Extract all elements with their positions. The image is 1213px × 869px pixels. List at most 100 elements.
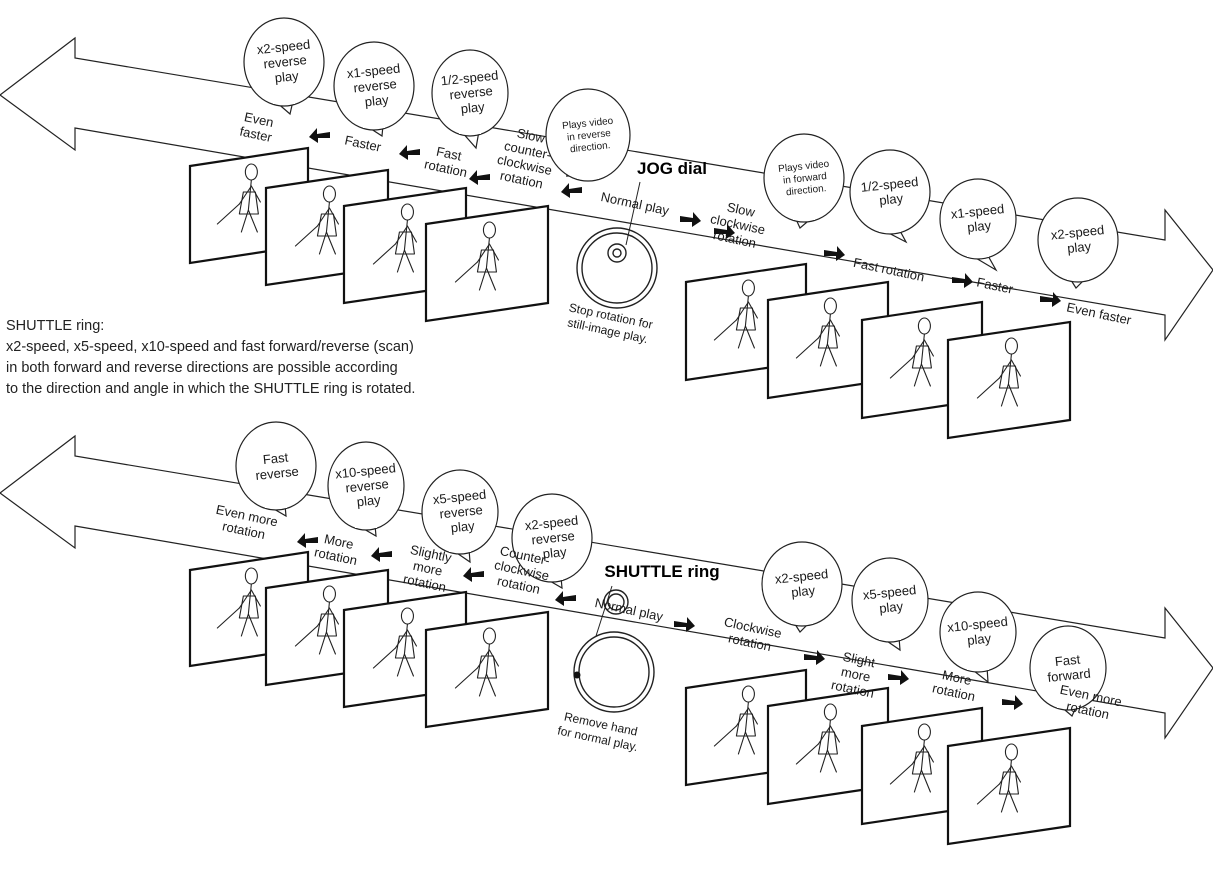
golf-club bbox=[294, 625, 318, 647]
shuttle-rev-label-3-line: more bbox=[412, 558, 444, 579]
shuttle-rev-bubble-4-text-line: x2-speed bbox=[524, 513, 579, 534]
shuttle-band-arrow bbox=[0, 434, 1213, 740]
golfer-skirt bbox=[998, 365, 1019, 389]
shuttle-fwd-arrow-2 bbox=[804, 650, 825, 665]
jog-dial-knob-inner bbox=[612, 248, 622, 258]
golf-club bbox=[454, 261, 478, 283]
golf-club bbox=[216, 607, 240, 629]
shuttle-fwd-bubble-2-text-line: play bbox=[878, 599, 904, 616]
jog-fwd-bubble-4-text-line: play bbox=[1066, 239, 1092, 256]
shuttle-rev-bubble-1 bbox=[235, 421, 317, 511]
jog-rev-bubble-2-text-line: x1-speed bbox=[346, 61, 401, 82]
shuttle-fwd-bubble-3 bbox=[939, 591, 1017, 673]
golfer-figure bbox=[911, 333, 934, 387]
jog-rev-label-1-line: faster bbox=[238, 124, 274, 146]
jog-fwd-bubble-2 bbox=[849, 149, 931, 235]
shuttle-rev-bubble-2 bbox=[327, 441, 405, 531]
golfer-skirt bbox=[817, 325, 838, 349]
golfer-figure bbox=[476, 643, 499, 697]
shuttle-ring-note: SHUTTLE ring: x2-speed, x5-speed, x10-sp… bbox=[6, 318, 416, 397]
jog-fwd-arrow-2 bbox=[714, 224, 735, 239]
jog-fwd-bubble-2-text: 1/2-speedplay bbox=[860, 174, 921, 210]
shuttle-fwd-arrow-3 bbox=[888, 670, 909, 685]
jog-rev-bubble-3-text: 1/2-speedreverseplay bbox=[440, 67, 502, 118]
jog-rev-bubble-1-text: x2-speedreverseplay bbox=[256, 37, 314, 87]
shuttle-rev-bubble-4-tail-join bbox=[541, 574, 563, 580]
golf-club bbox=[372, 243, 396, 265]
shuttle-rev-bubble-2-tail-join bbox=[355, 522, 377, 528]
golfer-skirt bbox=[316, 213, 337, 237]
shuttle-fwd-bubble-1-text-line: x2-speed bbox=[774, 566, 829, 587]
golf-club bbox=[889, 357, 913, 379]
shuttle-fwd-bubble-1 bbox=[761, 541, 843, 627]
jog-title-line: JOG dial bbox=[637, 159, 707, 178]
shuttle-fwd-bubble-3-tail-join bbox=[967, 664, 989, 670]
jog-rev-bubble-1-text-line: x2-speed bbox=[256, 37, 311, 58]
shuttle-frame-fwd-4 bbox=[946, 726, 1072, 846]
golfer-skirt bbox=[735, 307, 756, 331]
shuttle-rev-bubble-4 bbox=[511, 493, 593, 583]
jog-rev-bubble-2-tail-join bbox=[363, 122, 385, 128]
shuttle-fwd-bubble-2-text: x5-speedplay bbox=[862, 582, 918, 617]
jog-rev-bubble-4-tail-join bbox=[577, 173, 599, 179]
shuttle-fwd-label-2-line: more bbox=[840, 664, 872, 685]
golfer-skirt bbox=[735, 713, 756, 737]
jog-fwd-bubble-3-text-line: x1-speed bbox=[950, 201, 1005, 222]
golfer-figure bbox=[998, 353, 1021, 407]
shuttle-rev-bubble-2-text-line: play bbox=[356, 492, 382, 509]
shuttle-title: SHUTTLE ring bbox=[604, 562, 719, 581]
jog-rev-bubble-1 bbox=[243, 17, 325, 107]
jog-rev-bubble-4-text-line: in reverse bbox=[567, 128, 612, 144]
shuttle-rev-arrow-4 bbox=[555, 591, 576, 606]
golf-club bbox=[713, 725, 737, 747]
shuttle-fwd-bubble-1-text-line: play bbox=[790, 583, 816, 600]
golf-club bbox=[795, 337, 819, 359]
jog-fwd-bubble-4 bbox=[1037, 197, 1119, 283]
jog-fwd-bubble-3-text: x1-speedplay bbox=[950, 201, 1006, 236]
shuttle-rev-bubble-1-text-line: reverse bbox=[255, 464, 300, 483]
jog-frame-rev-4 bbox=[424, 204, 550, 323]
jog-fwd-bubble-1 bbox=[763, 133, 845, 223]
jog-fwd-bubble-3-text-line: play bbox=[966, 218, 992, 235]
shuttle-rev-bubble-4-text: x2-speedreverseplay bbox=[524, 513, 582, 563]
golfer-figure bbox=[394, 219, 417, 273]
shuttle-knob-inner bbox=[607, 593, 625, 611]
shuttle-remove-hand: Remove handfor normal play. bbox=[556, 709, 642, 754]
shuttle-rev-bubble-3-text-line: reverse bbox=[439, 502, 484, 521]
golfer-skirt bbox=[911, 345, 932, 369]
jog-rev-bubble-3-text-line: 1/2-speed bbox=[440, 67, 499, 88]
shuttle-fwd-label-3-line: More bbox=[941, 667, 973, 688]
shuttle-ring-rim bbox=[578, 636, 650, 708]
golfer-figure bbox=[238, 179, 261, 233]
jog-rev-bubble-2-text-line: play bbox=[364, 92, 390, 109]
shuttle-rev-arrow-2 bbox=[371, 547, 392, 562]
shuttle-fwd-bubble-2-tail-join bbox=[879, 634, 901, 640]
jog-band-arrow bbox=[0, 36, 1213, 342]
shuttle-title-line: SHUTTLE ring bbox=[604, 562, 719, 581]
golf-club bbox=[372, 647, 396, 669]
shuttle-rev-bubble-4-text-line: reverse bbox=[531, 528, 576, 547]
shuttle-fwd-bubble-3-text-line: play bbox=[966, 631, 992, 648]
jog-frame-fwd-4 bbox=[946, 320, 1072, 440]
jog-rev-label-1-line: Even bbox=[243, 109, 275, 130]
jog-rev-bubble-4-text-line: Plays video bbox=[562, 116, 614, 132]
shuttle-fwd-arrow-4 bbox=[1002, 695, 1023, 710]
jog-rev-label-4-line: Slow bbox=[516, 125, 547, 146]
shuttle-rev-bubble-3-text-line: x5-speed bbox=[432, 487, 487, 508]
golfer-figure bbox=[817, 313, 840, 367]
golfer-skirt bbox=[316, 613, 337, 637]
golfer-skirt bbox=[394, 231, 415, 255]
golfer-skirt bbox=[476, 655, 497, 679]
shuttle-rev-bubble-4-text-line: play bbox=[542, 544, 568, 561]
shuttle-rev-bubble-3-text-line: play bbox=[450, 518, 476, 535]
shuttle-fwd-bubble-3-text-line: x10-speed bbox=[947, 614, 1009, 635]
shuttle-fwd-label-2-line: Slight bbox=[841, 649, 876, 671]
golfer-figure bbox=[238, 583, 261, 637]
golfer-figure bbox=[316, 601, 339, 655]
golfer-skirt bbox=[394, 635, 415, 659]
shuttle-fwd-bubble-4-text-line: forward bbox=[1047, 666, 1092, 685]
shuttle-frame-rev-4 bbox=[424, 610, 550, 729]
jog-fwd-bubble-3-tail-join bbox=[967, 251, 989, 257]
